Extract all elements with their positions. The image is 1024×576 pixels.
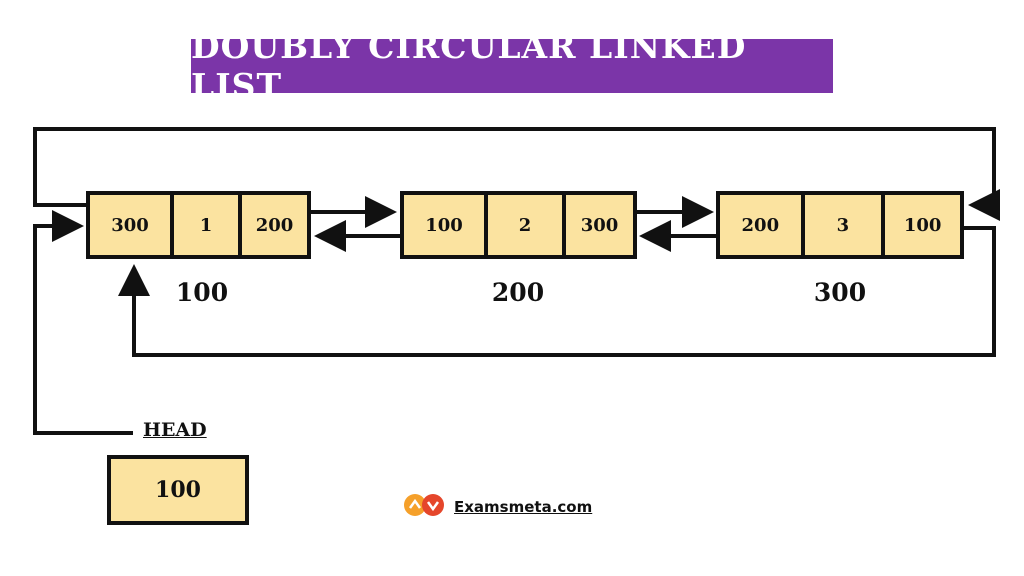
list-node-1: 300 1 200: [86, 191, 311, 259]
brand-name: Examsmeta.com: [454, 498, 593, 516]
top-loop-arrow: [33, 127, 1000, 221]
node-address-3: 300: [813, 278, 867, 307]
data-cell: 1: [170, 195, 238, 255]
next-pointer-cell: 100: [881, 195, 960, 255]
list-node-3: 200 3 100: [716, 191, 964, 259]
head-value-box: 100: [107, 455, 249, 525]
node-address-1: 100: [175, 278, 229, 307]
prev-pointer-cell: 300: [111, 214, 149, 236]
brand-watermark: Examsmeta.com: [402, 492, 592, 522]
data-cell: 3: [800, 195, 882, 255]
next-pointer-cell: 300: [562, 195, 633, 255]
head-label: HEAD: [143, 419, 207, 441]
examsmeta-logo-icon: [402, 492, 446, 522]
head-pointer-arrow: [33, 210, 133, 435]
prev-pointer-cell: 200: [741, 214, 780, 236]
data-cell: 2: [484, 195, 562, 255]
title-banner: DOUBLY CIRCULAR LINKED LIST: [191, 27, 833, 105]
bottom-loop-arrow: [118, 226, 996, 357]
list-node-2: 100 2 300: [400, 191, 637, 259]
diagram-title: DOUBLY CIRCULAR LINKED LIST: [191, 27, 747, 105]
prev-pointer-cell: 100: [425, 214, 463, 236]
node-address-2: 200: [491, 278, 545, 307]
next-pointer-cell: 200: [238, 195, 307, 255]
